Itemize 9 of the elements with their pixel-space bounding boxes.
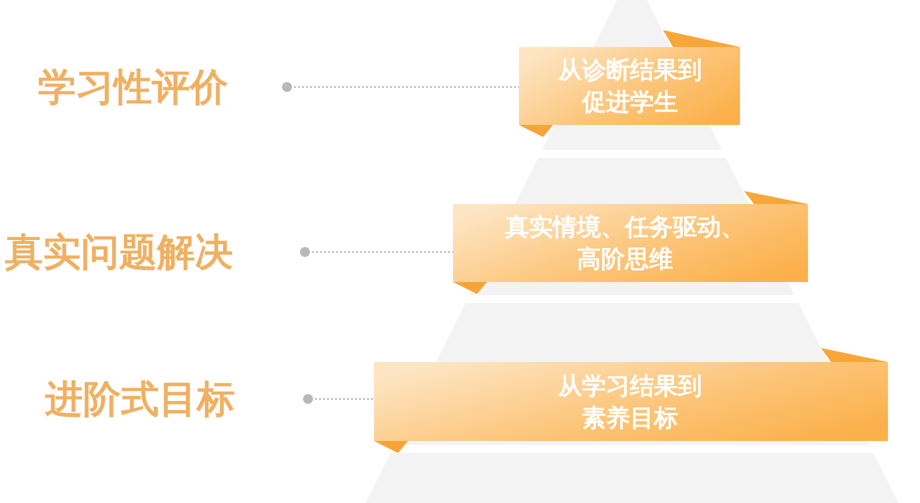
level-label: 进阶式目标 [45, 376, 235, 422]
leader-line [282, 82, 519, 92]
level-label: 真实问题解决 [5, 229, 233, 275]
banner-text: 真实情境、任务驱动、高阶思维 [504, 212, 746, 275]
leader-line [303, 394, 374, 404]
banner-text: 从诊断结果到促进学生 [556, 55, 703, 118]
leader-line [300, 247, 453, 257]
banner-text: 从学习结果到素养目标 [556, 370, 703, 434]
level-label: 学习性评价 [38, 64, 228, 110]
